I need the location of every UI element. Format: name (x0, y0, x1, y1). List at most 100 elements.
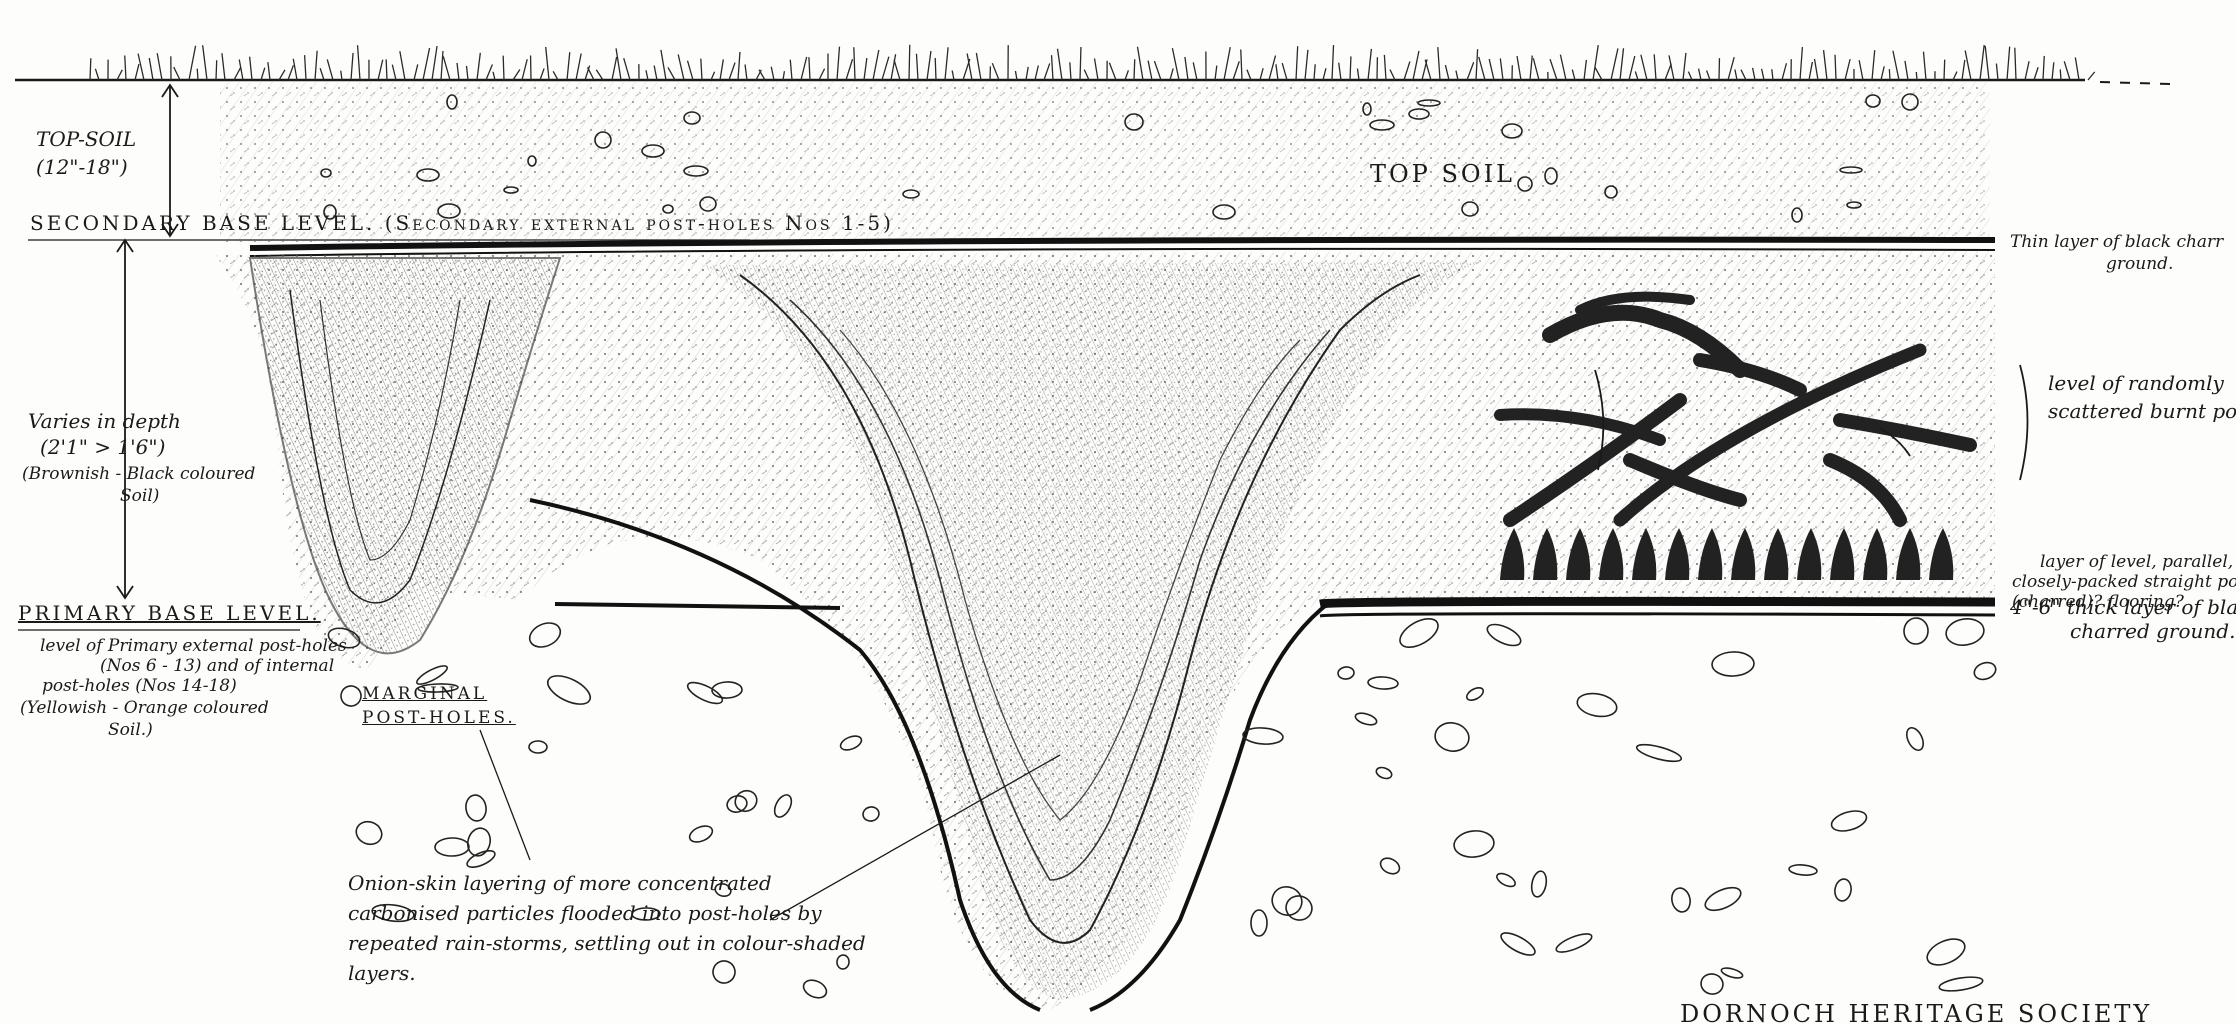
grass-blade (1357, 69, 1359, 80)
grass-blade (1425, 60, 1431, 80)
grass-blade (1962, 60, 1965, 80)
grass-blade (553, 71, 558, 80)
pebble (1267, 882, 1306, 920)
varies-label-3: (Brownish - Black coloured (22, 464, 255, 484)
grass-blade (688, 61, 693, 80)
grass-blade (2007, 47, 2010, 80)
grass-blade (1629, 56, 1635, 80)
random-posts-label-2: scattered burnt po (2048, 400, 2236, 424)
grass-blade (894, 60, 900, 80)
pebble (1938, 975, 1983, 994)
grass-blade (720, 59, 723, 80)
pebble (1495, 871, 1517, 889)
grass-blade (117, 70, 122, 80)
grass-blade (1699, 69, 1701, 80)
grass-blade (1314, 64, 1315, 80)
grass-blade (386, 59, 387, 80)
grass-blade (588, 67, 594, 80)
grass-blade (1070, 62, 1071, 80)
pebble (1283, 893, 1315, 923)
pebble (338, 683, 364, 709)
varies-label-1: Varies in depth (28, 410, 181, 434)
grass-blade (351, 53, 353, 80)
pebble (1433, 720, 1472, 754)
pebble (1944, 616, 1986, 648)
pebble (1453, 829, 1495, 859)
grass-blade (503, 56, 504, 80)
grass-blade (1368, 49, 1371, 80)
pebble (1635, 741, 1683, 764)
grass-blade (288, 65, 293, 80)
grass-blade (522, 59, 527, 80)
grass-blade (1172, 48, 1179, 80)
pebble (1498, 929, 1538, 960)
grass-blade (1762, 69, 1764, 80)
onion-label-1: Onion-skin layering of more concentrated (348, 872, 772, 896)
grass-blade (293, 59, 297, 80)
grass-blade (1584, 60, 1586, 80)
grass-blade (992, 63, 999, 80)
grass-blade (157, 53, 162, 80)
pebble (836, 955, 849, 970)
pebble (1670, 886, 1693, 913)
grass-blade (1560, 55, 1566, 80)
grass-blade (1533, 58, 1539, 80)
grass-blade (2025, 61, 2029, 80)
grass-blade (432, 46, 437, 80)
grass-blade (1035, 65, 1038, 80)
grass-blade (216, 60, 217, 80)
grass-blade (1080, 47, 1081, 80)
grass-blade (1445, 65, 1449, 80)
grass-blade (1438, 47, 1440, 80)
grass-blade (1905, 61, 1908, 80)
grass-blade (1809, 62, 1812, 80)
onion-label-3: repeated rain-storms, settling out in co… (348, 932, 866, 956)
grass-blade (1479, 57, 1485, 80)
grass-blade (1052, 55, 1053, 80)
grass-blade (1741, 70, 1746, 80)
grass-blade (1800, 47, 1802, 80)
grass-blade (935, 58, 936, 80)
grass-blade (2043, 56, 2044, 80)
grass-blade (1707, 70, 1710, 80)
pebble (1720, 966, 1743, 980)
pebble (1972, 660, 1998, 683)
grass-blade (1109, 63, 1116, 80)
grass-blade (268, 62, 270, 80)
grass-blade (1390, 70, 1395, 80)
pebble (1465, 685, 1486, 702)
primary-desc-3: post-holes (Nos 14-18) (42, 676, 237, 696)
pebble (526, 618, 564, 651)
grass-blade (1137, 47, 1143, 80)
onion-label-2: carbonised particles flooded into post-h… (348, 902, 822, 926)
grass-blade (2064, 61, 2070, 80)
grass-blade (1735, 69, 1737, 80)
grass-blade (149, 58, 153, 80)
primary-desc-1: level of Primary external post-holes (40, 636, 347, 656)
grass-blade (261, 68, 265, 80)
grass-blade (1125, 70, 1128, 80)
grass-blade (2015, 48, 2016, 80)
grass-blade (1456, 71, 1458, 80)
pebble (353, 818, 385, 848)
pebble (1699, 972, 1725, 996)
grass-blade (576, 54, 581, 80)
grass-blade (1985, 46, 1989, 80)
grass-blade (1296, 46, 1298, 80)
varies-label-2: (2'1" > 1'6") (40, 436, 165, 460)
pebble (1395, 613, 1442, 653)
grass-blade (654, 66, 657, 80)
pebble (1829, 807, 1869, 834)
grass-blade (513, 69, 520, 80)
grass-blade (467, 66, 468, 80)
pebble (712, 681, 743, 698)
grass-blade (1084, 70, 1089, 80)
grass-blade (1241, 50, 1242, 80)
pebble (801, 977, 829, 1001)
grass-blade (1095, 58, 1098, 80)
grass-blade (1872, 50, 1875, 80)
grass-blade (1332, 45, 1334, 80)
thin-layer-label-2: ground. (2106, 254, 2173, 274)
grass-blade (837, 47, 839, 80)
pebble (687, 823, 715, 845)
